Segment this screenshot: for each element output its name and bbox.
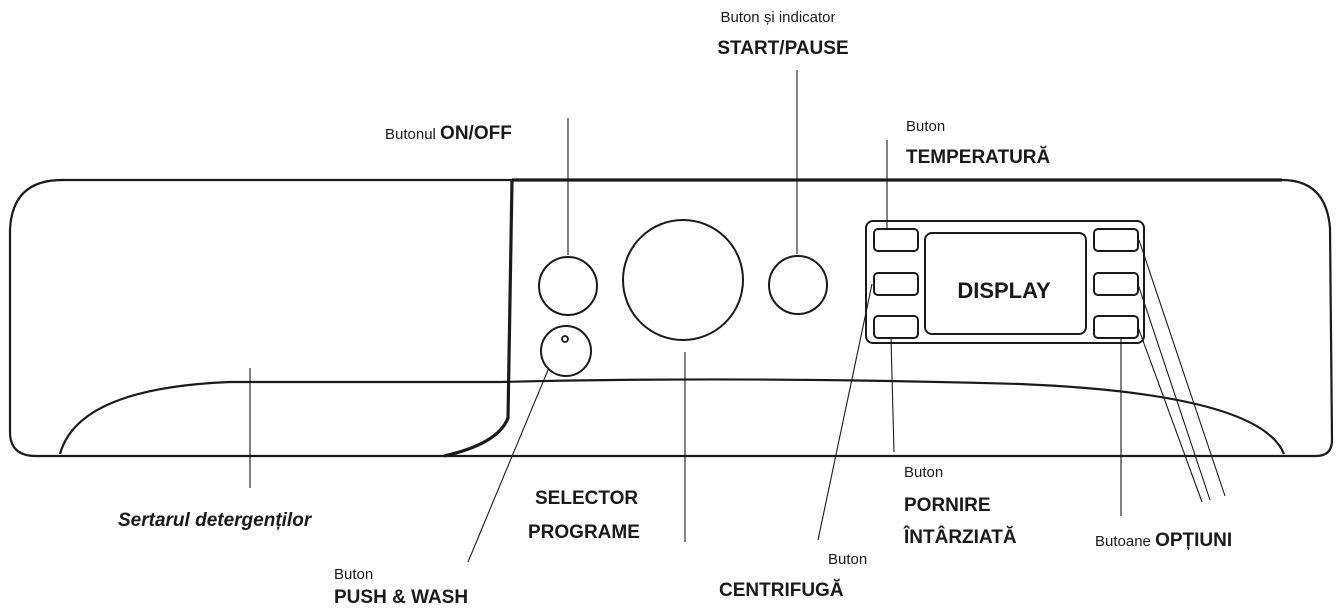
leader-options-3 [1137, 283, 1211, 501]
delay-start-title-line1: PORNIRE [904, 495, 991, 516]
spin-title: CENTRIFUGĂ [719, 579, 844, 601]
temperature-caption: Buton [906, 118, 945, 135]
option-button-2[interactable] [1093, 272, 1139, 296]
leader-delay-start [890, 337, 895, 453]
option-button-3[interactable] [1093, 315, 1139, 339]
push-wash-button[interactable] [540, 325, 592, 377]
display-label: DISPLAY [957, 278, 1051, 303]
selector-title-line2: PROGRAME [528, 522, 640, 543]
control-panel-outline [8, 178, 1334, 458]
leader-spin [817, 283, 873, 541]
temperature-title: TEMPERATURĂ [906, 146, 1051, 168]
push-wash-title: PUSH & WASH [334, 587, 468, 608]
leader-options-4 [1137, 326, 1203, 503]
program-selector-knob[interactable] [622, 219, 744, 341]
spin-button[interactable] [873, 272, 919, 296]
delay-start-button[interactable] [873, 315, 919, 339]
start-pause-caption: Buton și indicator [720, 9, 835, 26]
leader-options-2 [1138, 239, 1226, 497]
spin-caption: Buton [828, 551, 867, 568]
selector-title-line1: SELECTOR [535, 488, 638, 509]
on-off-button[interactable] [538, 256, 598, 316]
drawer-label: Sertarul detergenților [118, 510, 313, 531]
delay-start-caption: Buton [904, 464, 943, 481]
drawer-seam [443, 179, 514, 458]
option-button-1[interactable] [1093, 228, 1139, 252]
temperature-button[interactable] [873, 228, 919, 252]
display-screen [924, 232, 1087, 335]
push-wash-indicator-dot [561, 335, 569, 343]
delay-start-title-line2: ÎNTÂRZIATĂ [903, 526, 1017, 548]
push-wash-caption: Buton [334, 566, 373, 583]
start-pause-button[interactable] [768, 255, 828, 315]
leader-push-wash [467, 369, 549, 563]
on-off-label: Butonul ON/OFF [385, 123, 512, 144]
start-pause-title: START/PAUSE [717, 38, 848, 59]
options-label: Butoane OPȚIUNI [1095, 530, 1232, 551]
panel-lower-contour [58, 378, 1286, 455]
